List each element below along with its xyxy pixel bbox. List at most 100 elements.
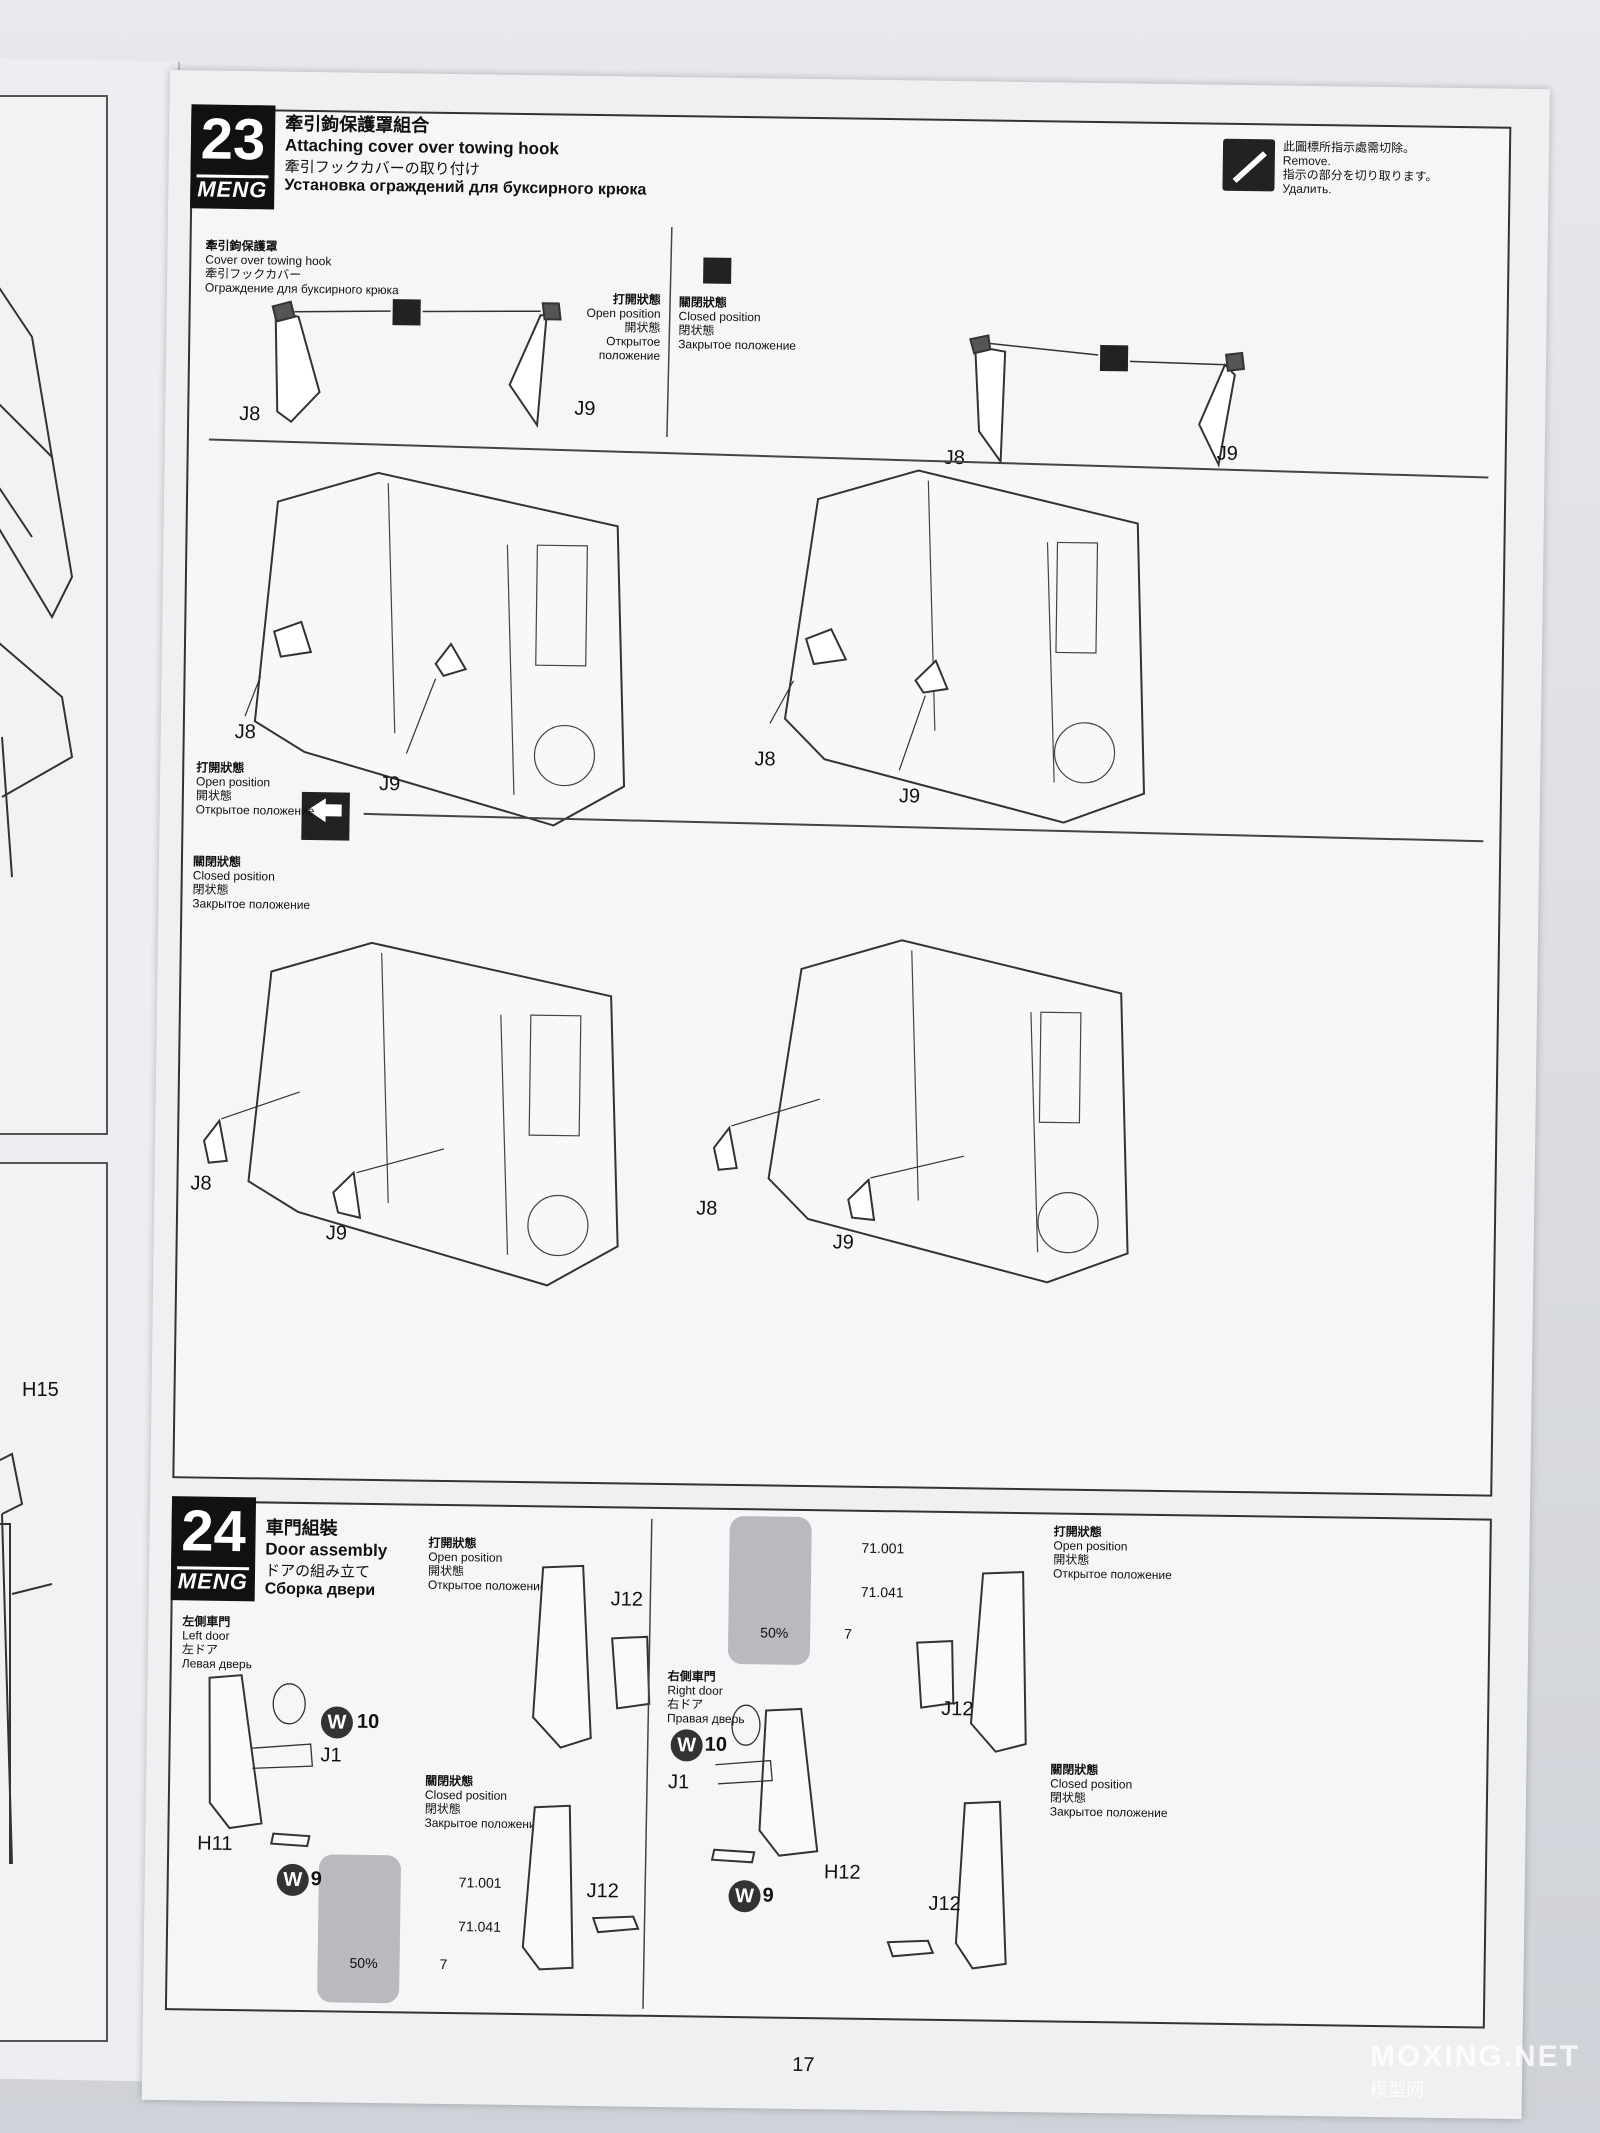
watermark-text: MOXING.NET bbox=[1370, 2040, 1581, 2073]
part-j9-installed bbox=[914, 659, 949, 694]
part-label-j9: J9 bbox=[898, 785, 921, 808]
closed-position-label-mid: 關閉狀態 Closed position 閉状態 Закрытое положе… bbox=[192, 854, 311, 912]
swap-icon bbox=[703, 257, 732, 284]
w-number-9: 9 bbox=[762, 1884, 774, 1907]
part-label-j9: J9 bbox=[378, 772, 401, 796]
knife-icon bbox=[1099, 345, 1129, 372]
knife-icon-glyph bbox=[1232, 151, 1267, 183]
left-page-drawing-bottom bbox=[0, 1452, 53, 1865]
part-label-j12: J12 bbox=[610, 1588, 644, 1611]
part-j9-detached bbox=[332, 1170, 362, 1220]
open-label-ru: Открытое положение bbox=[1052, 1566, 1172, 1583]
part-label-j8: J8 bbox=[239, 403, 261, 426]
right-door-ru: Правая дверь bbox=[666, 1711, 745, 1727]
right-door-cn: 右側車門 bbox=[667, 1669, 716, 1684]
part-j8-installed bbox=[272, 620, 313, 658]
paint-swatch-left bbox=[317, 1854, 402, 2004]
open-label-jp: 開状態 bbox=[624, 320, 661, 335]
closed-label-ru: Закрытое положение bbox=[678, 337, 797, 353]
part-j8-installed bbox=[804, 628, 848, 666]
mix-number: 7 bbox=[439, 1955, 448, 1973]
part-label-j9: J9 bbox=[832, 1231, 854, 1254]
part-label-j8: J8 bbox=[234, 720, 257, 744]
left-page-panel-top bbox=[0, 95, 108, 1135]
left-door-drawing bbox=[208, 1674, 263, 1830]
color-code-71001: 71.001 bbox=[861, 1539, 905, 1557]
part-label-j1: J1 bbox=[320, 1744, 342, 1767]
instruction-page: 23 MENG 牽引鉤保護罩組合 Attaching cover over to… bbox=[141, 70, 1550, 2120]
closed-position-label: 關閉狀態 Closed position 閉状態 Закрытое положе… bbox=[678, 295, 797, 353]
w-number-10: 10 bbox=[356, 1710, 380, 1734]
right-door-open-drawing bbox=[969, 1571, 1027, 1753]
watermark-subtext: 模型网 bbox=[1370, 2080, 1424, 2100]
part-j12-closed-right-drawing bbox=[886, 1939, 935, 1958]
open-label-en: Open position bbox=[586, 305, 661, 321]
part-j12-closed-drawing bbox=[591, 1915, 640, 1934]
open-label-ru: Открытое положение bbox=[598, 334, 661, 363]
tank-hull-closed-right bbox=[767, 939, 1129, 1284]
color-code-71001: 71.001 bbox=[458, 1874, 502, 1891]
part-label-j1: J1 bbox=[667, 1771, 690, 1794]
part-w10-right-drawing bbox=[731, 1704, 761, 1746]
open-label-ru: Открытое положение bbox=[195, 802, 315, 819]
right-closed-label: 關閉狀態 Closed position 閉状態 Закрытое положе… bbox=[1050, 1762, 1169, 1820]
open-position-label-mid: 打開狀態 Open position 開状態 Открытое положени… bbox=[196, 760, 315, 818]
knife-icon bbox=[392, 299, 421, 326]
part-label-j8: J8 bbox=[754, 748, 776, 771]
part-j9-closed-drawing bbox=[1198, 362, 1236, 468]
part-w10-drawing bbox=[272, 1683, 306, 1725]
part-label-j12: J12 bbox=[586, 1879, 620, 1903]
left-door-open-drawing bbox=[532, 1564, 592, 1749]
tank-hull-closed-left bbox=[247, 941, 619, 1287]
color-code-71041: 71.041 bbox=[860, 1583, 904, 1601]
cover-detail-drawings bbox=[271, 227, 1246, 468]
part-label-j8: J8 bbox=[696, 1197, 718, 1220]
part-w9-drawing bbox=[270, 1832, 311, 1848]
right-door-en: Right door bbox=[667, 1683, 723, 1698]
mix-percent: 50% bbox=[760, 1624, 789, 1641]
part-label-j9: J9 bbox=[325, 1222, 348, 1245]
left-door-closed-drawing bbox=[521, 1804, 574, 1971]
part-label-h15: H15 bbox=[22, 1379, 59, 1401]
w-number-9: 9 bbox=[310, 1868, 323, 1891]
mix-percent: 50% bbox=[349, 1954, 378, 1972]
open-label-cn: 打開狀態 bbox=[612, 292, 661, 307]
part-label-j12: J12 bbox=[928, 1892, 961, 1916]
open-position-label: 打開狀態 Open position 開状態 Открытое положени… bbox=[550, 291, 661, 363]
knife-icon bbox=[1222, 138, 1276, 192]
part-j9-open-drawing bbox=[508, 314, 548, 429]
part-label-j9: J9 bbox=[1216, 442, 1239, 465]
part-j8-detached bbox=[712, 1125, 738, 1171]
page-number: 17 bbox=[792, 2053, 815, 2077]
part-label-j8: J8 bbox=[190, 1172, 212, 1195]
right-open-label: 打開狀態 Open position 開状態 Открытое положени… bbox=[1053, 1524, 1172, 1582]
w-number-10: 10 bbox=[704, 1733, 728, 1756]
closed-label-ru: Закрытое положение bbox=[1049, 1804, 1168, 1821]
part-j12-drawing bbox=[611, 1635, 651, 1710]
part-label-j12: J12 bbox=[941, 1697, 974, 1721]
part-j9-installed bbox=[434, 642, 468, 678]
part-j9-detached bbox=[847, 1177, 876, 1222]
color-code-71041: 71.041 bbox=[457, 1918, 502, 1935]
door-drawings bbox=[208, 1518, 1027, 2009]
tank-hull-open-right bbox=[783, 469, 1146, 824]
tank-hull-open-left bbox=[253, 471, 626, 827]
part-label-h12: H12 bbox=[823, 1861, 861, 1884]
step-23-panel: 23 MENG 牽引鉤保護罩組合 Attaching cover over to… bbox=[172, 104, 1512, 1497]
remove-legend: 此圖標所指示處需切除。 Remove. 指示の部分を切り取ります。 Удалит… bbox=[1222, 138, 1503, 203]
paint-swatch-right bbox=[727, 1515, 812, 1666]
left-page-drawing-top bbox=[0, 287, 74, 878]
part-label-h11: H11 bbox=[197, 1832, 233, 1856]
right-door-closed-drawing bbox=[954, 1800, 1007, 1970]
part-j8-detached bbox=[202, 1118, 228, 1164]
part-w9-right-drawing bbox=[710, 1848, 756, 1864]
step-24-panel: 24 MENG 車門組裝 Door assembly ドアの組み立て Сборк… bbox=[164, 1496, 1492, 2029]
part-j8-open-drawing bbox=[274, 310, 321, 424]
part-j12-right-drawing bbox=[916, 1640, 955, 1709]
part-label-j9: J9 bbox=[574, 397, 596, 420]
tank-assembly-drawings bbox=[202, 469, 1146, 1287]
left-page-panel-bottom: H15 bbox=[0, 1162, 108, 2042]
right-door-drawing bbox=[758, 1707, 819, 1857]
closed-label-ru: Закрытое положение bbox=[192, 896, 311, 913]
right-door-jp: 右ドア bbox=[667, 1697, 704, 1712]
